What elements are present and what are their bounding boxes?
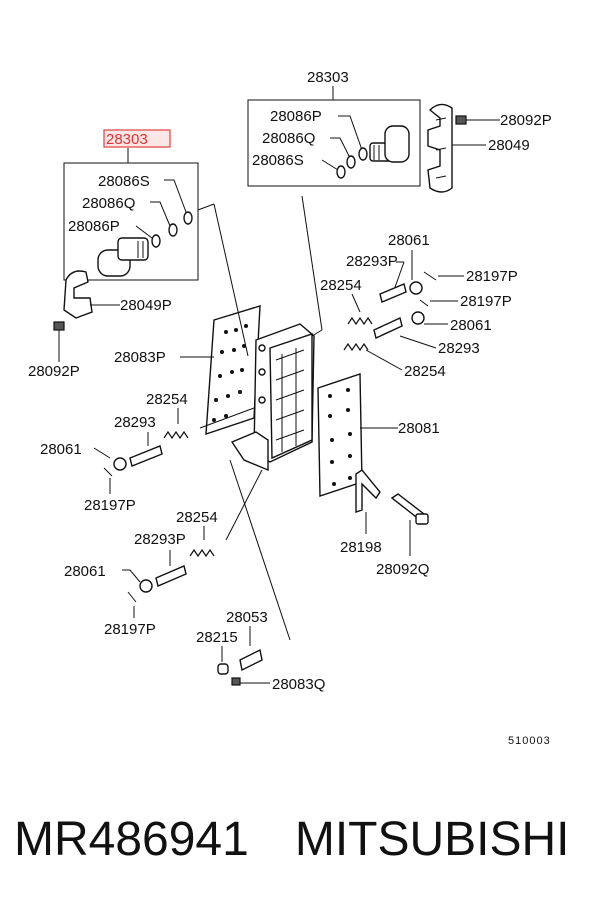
label-28293p-r[interactable]: 28293P — [346, 253, 398, 270]
label-28086s-left[interactable]: 28086S — [98, 173, 150, 190]
label-28081[interactable]: 28081 — [398, 420, 440, 437]
solenoid-assembly-top: 28303 28086P 28086Q 28086S — [247, 69, 421, 187]
label-28198[interactable]: 28198 — [340, 539, 382, 556]
valve-28293-r — [373, 317, 403, 339]
pin-28083q — [231, 677, 241, 686]
brand-name: MITSUBISHI — [294, 813, 570, 866]
plug-28061-l1 — [113, 457, 127, 471]
solenoid-top — [369, 125, 410, 163]
spring-28254-r2 — [343, 342, 369, 352]
label-28092q[interactable]: 28092Q — [376, 561, 429, 578]
gasket: 28081 — [317, 373, 440, 497]
label-28254-l2[interactable]: 28254 — [176, 509, 218, 526]
label-28197p-r1[interactable]: 28197P — [466, 268, 518, 285]
spring-28254-l2 — [189, 548, 215, 558]
label-28086p-top[interactable]: 28086P — [270, 108, 322, 125]
part-number: MR486941 — [14, 813, 249, 866]
bracket-28198 — [355, 469, 381, 513]
label-28215[interactable]: 28215 — [196, 629, 238, 646]
label-28061-r2[interactable]: 28061 — [450, 317, 492, 334]
label-28303-top[interactable]: 28303 — [307, 69, 349, 86]
oring-p-top — [358, 147, 368, 161]
plug-28061-r1 — [409, 281, 423, 295]
label-28254-r1[interactable]: 28254 — [320, 277, 362, 294]
label-28086p-left[interactable]: 28086P — [68, 218, 120, 235]
valve-body — [230, 323, 315, 472]
diagram-code: 510003 — [508, 735, 551, 747]
label-28061-r1[interactable]: 28061 — [388, 232, 430, 249]
valve-28293p-r — [379, 283, 407, 303]
bracket-28198-group: 28198 28092Q — [340, 469, 429, 578]
bracket-left: 28049P 28092P — [28, 270, 172, 380]
label-28083p[interactable]: 28083P — [114, 349, 166, 366]
label-28293-r[interactable]: 28293 — [438, 340, 480, 357]
label-28092p-top[interactable]: 28092P — [500, 112, 552, 129]
oring-q-top — [346, 155, 356, 169]
valve-28293p-l — [155, 565, 187, 587]
valve-28293-l — [129, 445, 163, 467]
label-28092p-left[interactable]: 28092P — [28, 363, 80, 380]
label-28083q[interactable]: 28083Q — [272, 676, 325, 693]
separator-plate: 28083P — [114, 305, 261, 435]
plug-28061-l2 — [139, 579, 153, 593]
label-28049p[interactable]: 28049P — [120, 297, 172, 314]
label-28197p-l1[interactable]: 28197P — [84, 497, 136, 514]
label-28086q-left[interactable]: 28086Q — [82, 195, 135, 212]
oring-p-left — [151, 234, 161, 248]
label-28254-l1[interactable]: 28254 — [146, 391, 188, 408]
label-28303-left[interactable]: 28303 — [106, 131, 148, 148]
bracket-top-right: 28092P 28049 — [427, 103, 552, 193]
oring-q-left — [168, 223, 178, 237]
label-28197p-r2[interactable]: 28197P — [460, 293, 512, 310]
plug-28061-r2 — [411, 311, 425, 325]
left-valve-group: 28254 28293 28061 28197P 28254 28293P 28… — [40, 391, 218, 638]
footer-caption: MR486941 MITSUBISHI — [14, 808, 594, 872]
label-28293-l[interactable]: 28293 — [114, 414, 156, 431]
bottom-parts: 28053 28215 28083Q — [196, 609, 325, 693]
label-28061-l2[interactable]: 28061 — [64, 563, 106, 580]
oring-s-top — [336, 165, 346, 179]
label-28197p-l2[interactable]: 28197P — [104, 621, 156, 638]
plug-28215 — [217, 663, 229, 675]
spring-28254-r1 — [347, 316, 373, 326]
label-28061-l1[interactable]: 28061 — [40, 441, 82, 458]
label-28086s-top[interactable]: 28086S — [252, 152, 304, 169]
label-28293p-l[interactable]: 28293P — [134, 531, 186, 548]
solenoid-left — [97, 237, 149, 277]
highlight-box — [103, 129, 171, 148]
label-28254-r2[interactable]: 28254 — [404, 363, 446, 380]
label-28086q-top[interactable]: 28086Q — [262, 130, 315, 147]
label-28053[interactable]: 28053 — [226, 609, 268, 626]
valve-28053 — [239, 648, 263, 672]
label-28049[interactable]: 28049 — [488, 137, 530, 154]
solenoid-assembly-left: 28303 28086S 28086Q 28086P — [63, 129, 199, 281]
spring-28254-l1 — [163, 430, 189, 440]
right-valve-group: 28061 28293P 28197P 28254 28197P 28061 2… — [320, 232, 518, 380]
oring-s-left — [183, 211, 193, 225]
